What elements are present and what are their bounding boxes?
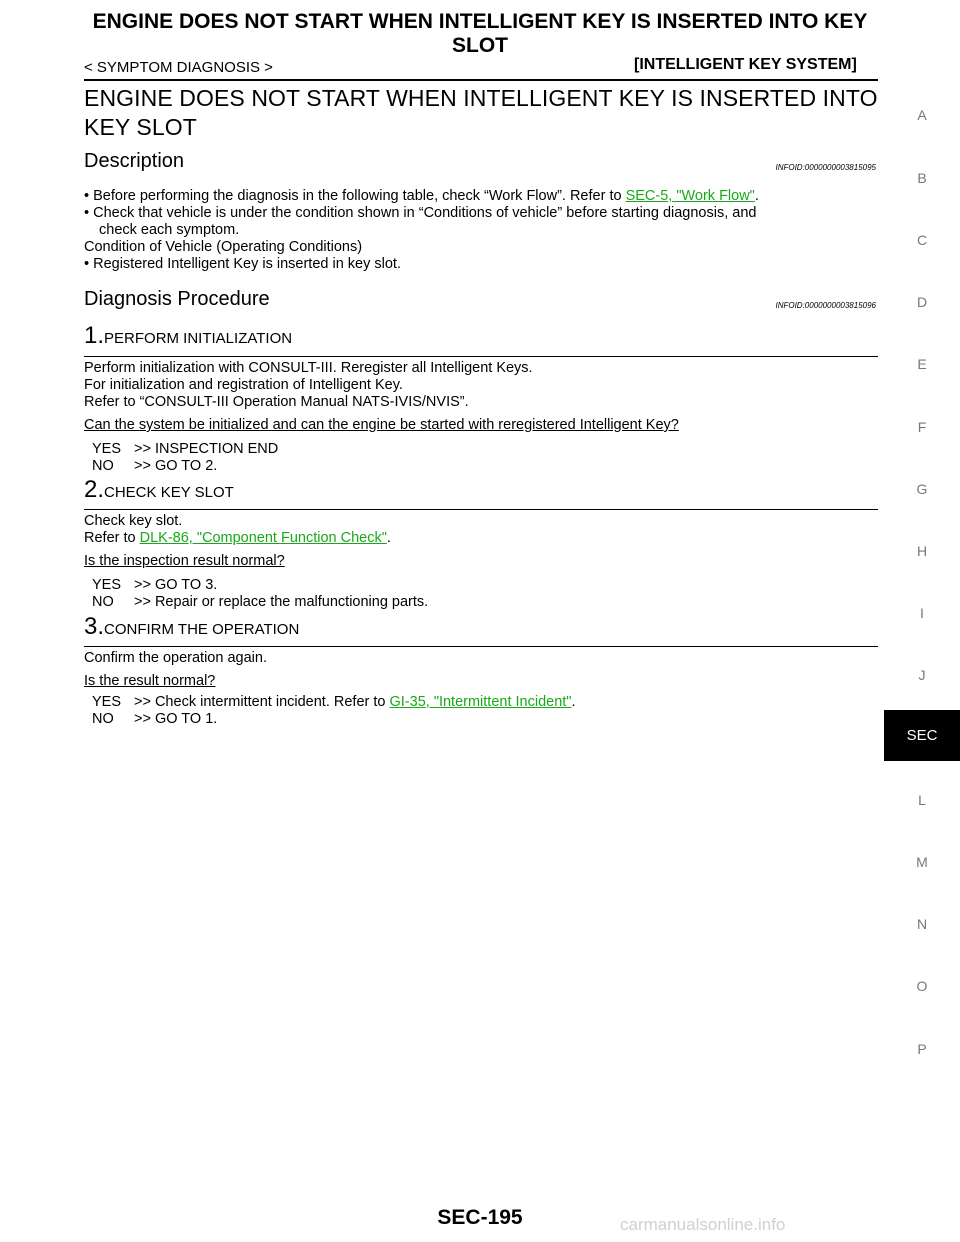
side-index-o[interactable]: O	[916, 978, 928, 994]
page-title: ENGINE DOES NOT START WHEN INTELLIGENT K…	[84, 85, 878, 140]
side-index-b[interactable]: B	[917, 170, 927, 186]
step-1-header: 1.PERFORM INITIALIZATION	[84, 322, 293, 349]
step-1-body: Perform initialization with CONSULT-III.…	[84, 360, 878, 434]
bullet-workflow: Before performing the diagnosis in the f…	[84, 188, 878, 205]
watermark: carmanualsonline.info	[620, 1215, 786, 1234]
step-2-rule	[84, 509, 878, 510]
description-infoid: INFOID:0000000003815095	[775, 163, 876, 172]
bullet-registered-key: Registered Intelligent Key is inserted i…	[84, 256, 878, 273]
page-number: SEC-195	[437, 1206, 523, 1229]
step-2-header: 2.CHECK KEY SLOT	[84, 476, 234, 503]
step-3-body: Confirm the operation again. Is the resu…	[84, 650, 878, 690]
running-header-title: ENGINE DOES NOT START WHEN INTELLIGENT K…	[92, 10, 868, 57]
description-heading: Description	[84, 150, 185, 172]
step-2-question: Is the inspection result normal?	[84, 553, 285, 569]
side-index-f[interactable]: F	[917, 419, 927, 435]
link-dlk-86[interactable]: DLK-86, "Component Function Check"	[139, 530, 387, 546]
step-3-header: 3.CONFIRM THE OPERATION	[84, 613, 300, 640]
side-tab-sec[interactable]: SEC	[884, 710, 960, 761]
header-section: < SYMPTOM DIAGNOSIS >	[84, 59, 273, 76]
procedure-infoid: INFOID:0000000003815096	[775, 301, 876, 310]
step-1-answers: YES>> INSPECTION END NO>> GO TO 2.	[92, 441, 279, 474]
link-gi-35[interactable]: GI-35, "Intermittent Incident"	[389, 694, 572, 710]
bullet-conditions: Check that vehicle is under the conditio…	[84, 205, 878, 239]
side-index-g[interactable]: G	[916, 481, 928, 497]
side-index-j[interactable]: J	[918, 667, 926, 683]
step-2-body: Check key slot. Refer to DLK-86, "Compon…	[84, 513, 878, 570]
step-1-question: Can the system be initialized and can th…	[84, 417, 679, 433]
side-index-a[interactable]: A	[917, 107, 927, 123]
side-index-i[interactable]: I	[920, 605, 924, 621]
side-index-p[interactable]: P	[917, 1041, 927, 1057]
side-index-e[interactable]: E	[917, 356, 927, 372]
side-index-d[interactable]: D	[916, 294, 928, 310]
side-index-m[interactable]: M	[916, 854, 928, 870]
condition-label: Condition of Vehicle (Operating Conditio…	[84, 239, 363, 255]
header-system: [INTELLIGENT KEY SYSTEM]	[634, 56, 857, 73]
side-index-n[interactable]: N	[916, 916, 928, 932]
step-3-rule	[84, 646, 878, 647]
step-2-answers: YES>> GO TO 3. NO>> Repair or replace th…	[92, 577, 429, 610]
side-index-c[interactable]: C	[916, 232, 928, 248]
step-1-rule	[84, 356, 878, 357]
step-3-question: Is the result normal?	[84, 673, 216, 689]
description-body: Before performing the diagnosis in the f…	[84, 188, 878, 273]
header-rule	[84, 79, 878, 81]
link-sec-5[interactable]: SEC-5, "Work Flow"	[625, 188, 755, 204]
procedure-heading: Diagnosis Procedure	[84, 288, 270, 310]
side-index-l[interactable]: L	[918, 792, 926, 808]
side-index-h[interactable]: H	[916, 543, 928, 559]
step-3-answers: YES>> Check intermittent incident. Refer…	[92, 694, 576, 727]
